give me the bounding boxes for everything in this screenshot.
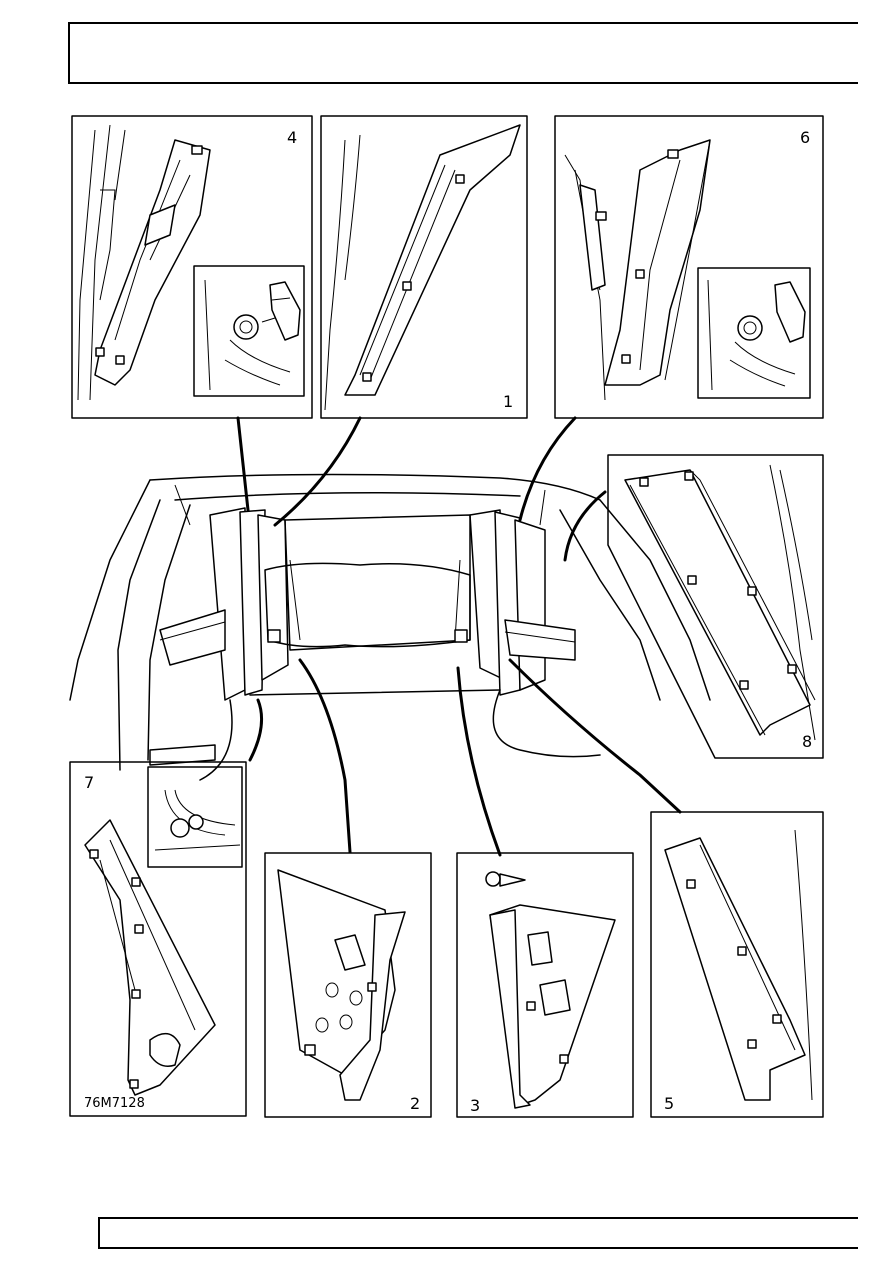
footer-frame bbox=[98, 1217, 858, 1249]
panel-2-drawing bbox=[264, 852, 432, 1118]
vehicle-interior-illustration bbox=[69, 473, 711, 781]
callout-3: 3 bbox=[470, 1096, 481, 1115]
callout-8: 8 bbox=[802, 732, 813, 751]
callout-4: 4 bbox=[287, 128, 298, 147]
callout-6: 6 bbox=[800, 128, 811, 147]
panel-7-drawing bbox=[69, 761, 247, 1117]
panel-5-drawing bbox=[650, 811, 824, 1118]
leader-lines bbox=[236, 416, 682, 857]
panel-3-drawing bbox=[456, 852, 634, 1118]
panel-1-drawing bbox=[320, 115, 528, 419]
panel-6-drawing bbox=[554, 115, 824, 419]
callout-2: 2 bbox=[410, 1094, 421, 1113]
panel-4-drawing bbox=[71, 115, 313, 419]
panel-8-drawing bbox=[607, 454, 824, 759]
callout-1: 1 bbox=[503, 392, 514, 411]
figure-code: 76M7128 bbox=[84, 1096, 145, 1111]
callout-7: 7 bbox=[84, 773, 95, 792]
header-frame bbox=[68, 22, 858, 84]
callout-5: 5 bbox=[664, 1094, 675, 1113]
